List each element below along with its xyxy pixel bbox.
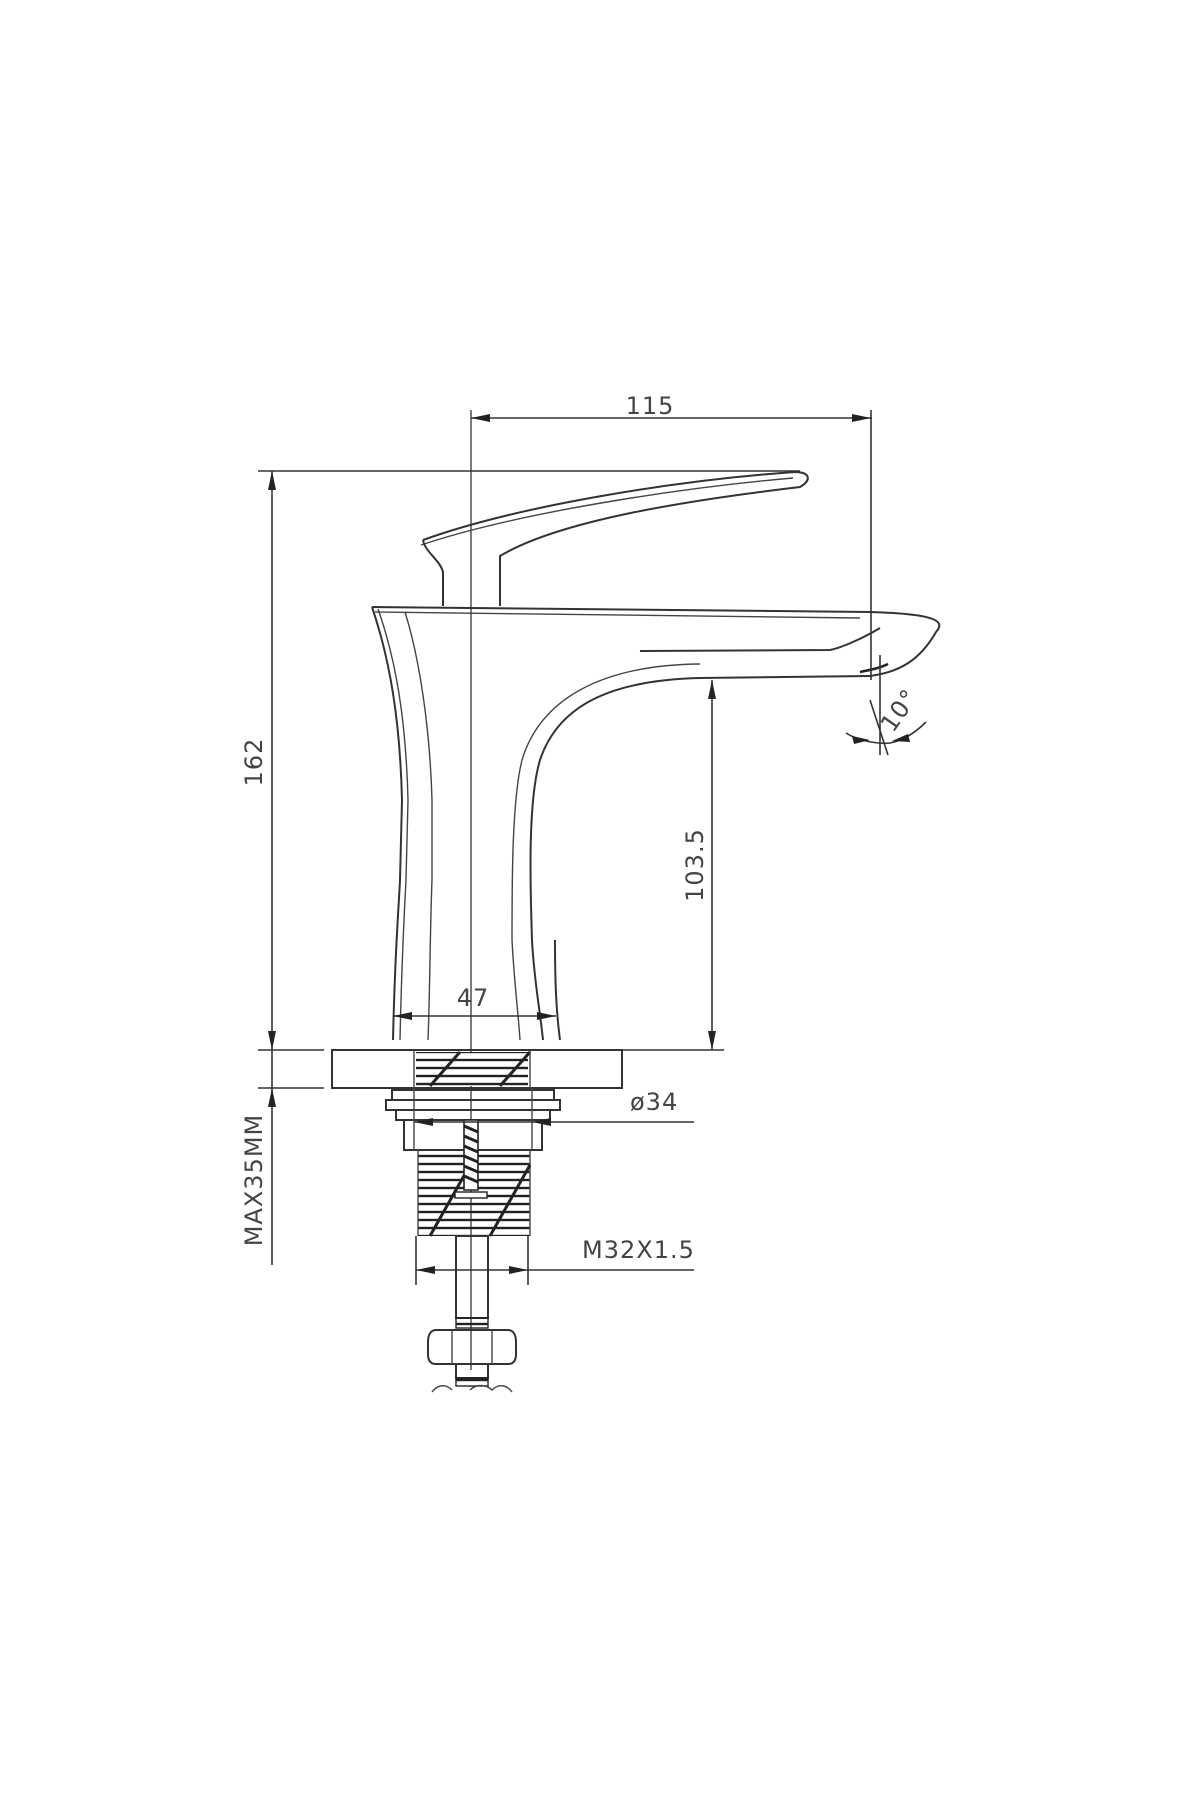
thread-spec-label: M32X1.5	[582, 1236, 695, 1264]
dimension-spout-angle: 10°	[845, 655, 927, 756]
threaded-shank	[417, 1119, 532, 1237]
dimension-thread: M32X1.5	[415, 1236, 695, 1285]
deck-section	[331, 1049, 623, 1089]
dimension-base-width: 47	[393, 984, 556, 1020]
dimension-overall-height: 162	[240, 470, 800, 1050]
spout-angle-label: 10°	[875, 684, 924, 737]
dimension-spout-reach: 115	[471, 392, 872, 680]
mounting-nut	[385, 1088, 561, 1151]
supply-hose	[427, 1235, 517, 1393]
dimension-deck-thickness: MAX35MM	[240, 1049, 324, 1265]
max-deck-label: MAX35MM	[240, 1114, 268, 1247]
base-width-label: 47	[457, 984, 490, 1012]
nut-diameter-label: ø34	[630, 1088, 678, 1116]
dimension-nut-diameter: ø34	[414, 1088, 694, 1126]
spout-reach-label: 115	[626, 392, 675, 420]
dimension-spout-height: 103.5	[620, 680, 724, 1051]
overall-height-label: 162	[240, 738, 268, 787]
faucet-body	[371, 606, 941, 1041]
lever-handle	[420, 470, 809, 606]
spout-height-label: 103.5	[681, 828, 709, 902]
